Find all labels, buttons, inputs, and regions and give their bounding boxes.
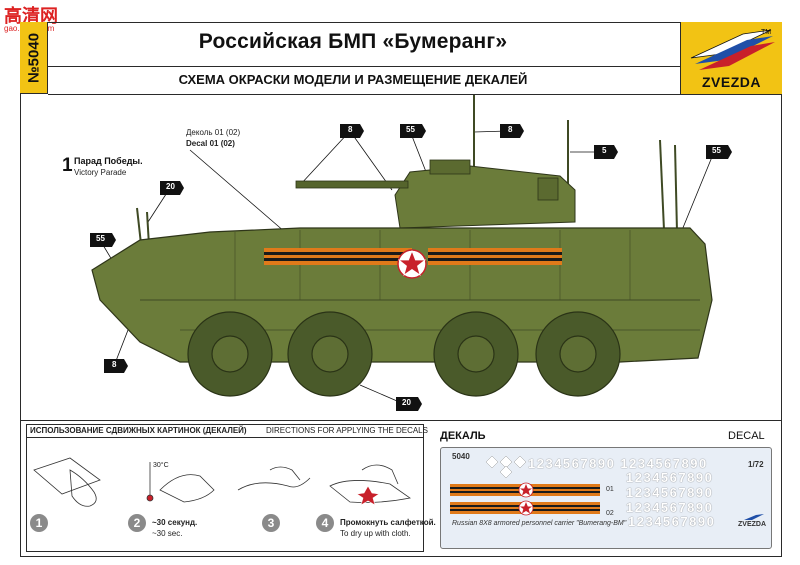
callout-20-b: 20 [402,398,411,407]
step-2-temp: 30°C [153,462,169,469]
decal-brand: ZVEZDA [738,521,766,528]
decal-numbers-row-1: 1234567890 1234567890 [528,456,708,471]
variant-name-ru: Парад Победы. [74,156,143,166]
decal-label-en: Decal 01 (02) [186,139,235,148]
callout-20-a: 20 [166,182,175,191]
callout-55-c: 55 [96,234,105,243]
step-1: 1 [30,514,48,532]
title-divider [48,66,680,67]
callout-55-a: 55 [406,125,415,134]
callout-8-b: 8 [508,125,513,134]
step-3: 3 [262,514,280,532]
decal-numbers-row-5: 1234567890 [628,514,716,529]
kit-number-tab: №5040 [20,22,48,94]
callout-55-b: 55 [712,146,721,155]
step-2-note-ru: ~30 секунд. [152,518,198,527]
watermark-logo: 高清网 [4,6,58,26]
callout-8-c: 8 [112,360,117,369]
page-title: Российская БМП «Бумеранг» [198,30,508,53]
step-4-note-ru: Промокнуть салфеткой. [340,518,436,527]
callout-8-a: 8 [348,125,353,134]
brand-name: ZVEZDA [702,74,761,90]
decal-numbers-row-2: 1234567890 [626,470,714,485]
page-subtitle: СХЕМА ОКРАСКИ МОДЕЛИ И РАЗМЕЩЕНИЕ ДЕКАЛЕ… [178,72,528,87]
svg-text:TM: TM [761,29,771,36]
decal-caption: Russian 8X8 armored personnel carrier "B… [452,520,627,527]
decal-index-01: 01 [606,486,614,493]
variant-number: 1 [62,155,73,176]
section-divider [20,420,782,421]
variant-name-en: Victory Parade [74,168,127,177]
brand-logo: TM ZVEZDA [680,22,782,94]
decal-numbers-row-3: 1234567890 [626,485,714,500]
decal-index-02: 02 [606,510,614,517]
decal-kit-number: 5040 [452,452,470,461]
callout-5: 5 [602,146,607,155]
subtitle-divider [48,94,782,95]
directions-panel [26,424,424,552]
step-4: 4 [316,514,334,532]
sheet-frame [20,22,782,557]
decal-scale: 1/72 [748,460,764,469]
directions-title-ru: ИСПОЛЬЗОВАНИЕ СДВИЖНЫХ КАРТИНОК (ДЕКАЛЕЙ… [30,426,247,435]
ribbon-stripes [264,248,562,265]
decal-numbers-row-4: 1234567890 [626,500,714,515]
directions-header-divider [26,437,424,438]
step-4-note-en: To dry up with cloth. [340,529,411,538]
step-2-note-en: ~30 sec. [152,529,183,538]
flag-swoosh-icon: TM [690,29,775,70]
step-2: 2 [128,514,146,532]
decal-label-ru: Деколь 01 (02) [186,128,241,137]
decal-sheet-title-ru: ДЕКАЛЬ [440,430,486,442]
decal-sheet-title-en: DECAL [728,430,765,442]
directions-title-en: DIRECTIONS FOR APPLYING THE DECALS [266,426,428,435]
